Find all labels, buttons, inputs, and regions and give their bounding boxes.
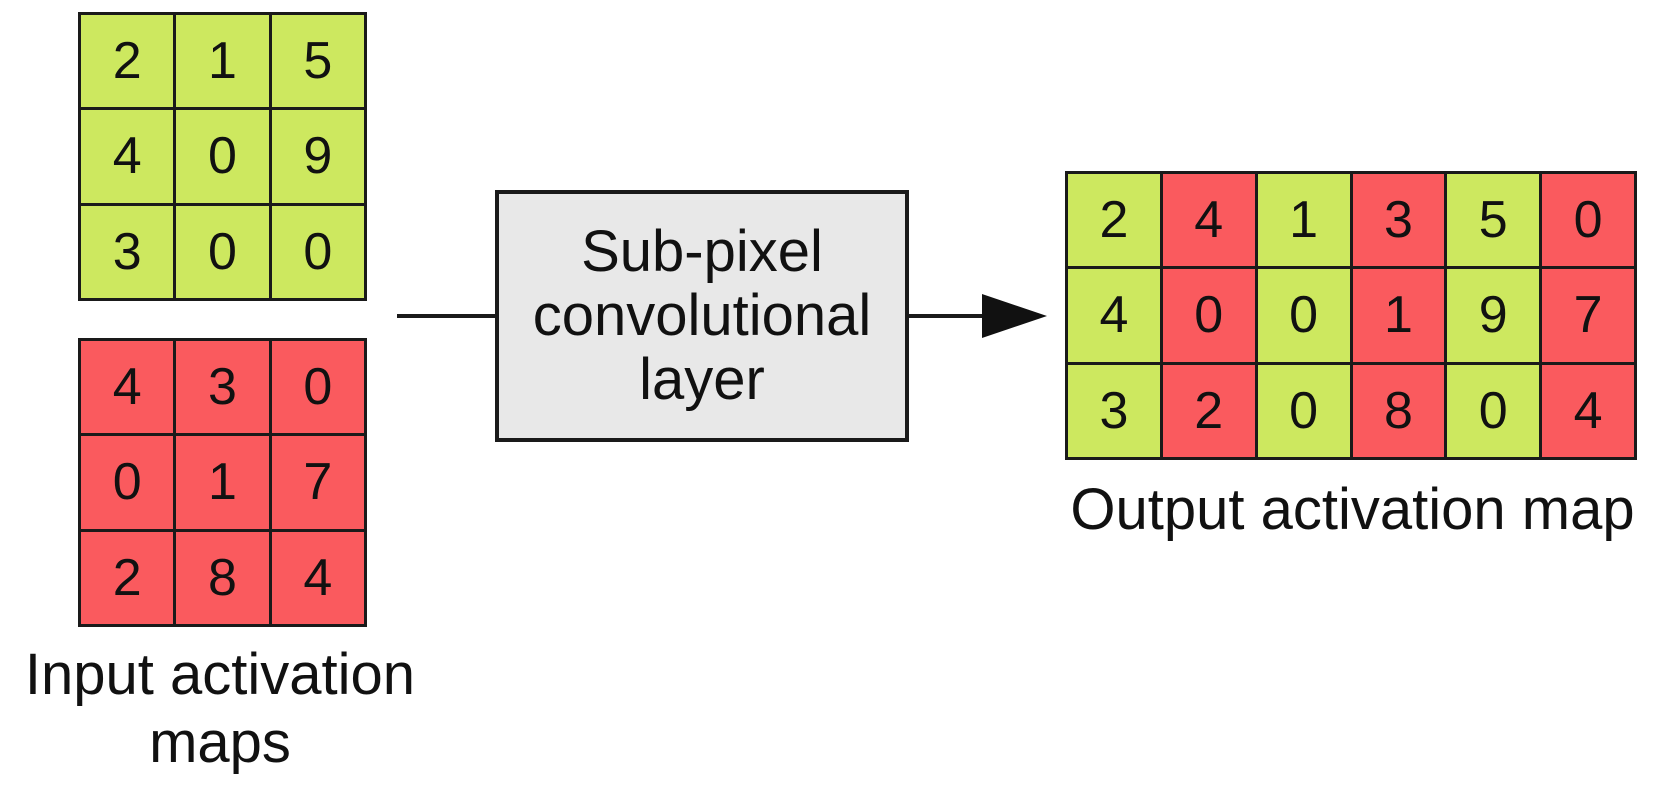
input-map-b-cell: 0 xyxy=(81,436,177,532)
input-map-a-cell: 3 xyxy=(81,205,177,301)
input-map-b-cell: 3 xyxy=(176,341,272,437)
input-map-a-cell: 1 xyxy=(176,15,272,111)
output-map-cell: 4 xyxy=(1542,364,1637,460)
output-map-cell: 7 xyxy=(1542,269,1637,365)
arrowhead-icon xyxy=(982,294,1047,338)
output-map-cell: 3 xyxy=(1068,364,1163,460)
output-map-cell: 1 xyxy=(1352,269,1448,365)
input-map-a-cell: 2 xyxy=(81,15,177,111)
input-map-a-cell: 0 xyxy=(271,205,367,301)
input-maps-label: Input activation maps xyxy=(0,641,440,777)
input-map-b-cell: 0 xyxy=(271,341,367,437)
input-maps-label-line-2: maps xyxy=(149,710,291,775)
input-map-a-cell: 5 xyxy=(271,15,367,111)
output-map-cell: 3 xyxy=(1352,174,1448,270)
output-map-cell: 5 xyxy=(1447,174,1543,270)
layer-label-line-1: Sub-pixel xyxy=(581,219,823,284)
output-map-cell: 0 xyxy=(1447,364,1543,460)
layer-label-line-3: layer xyxy=(639,347,765,412)
input-map-b-cell: 1 xyxy=(176,436,272,532)
output-map-cell: 4 xyxy=(1068,269,1163,365)
output-map-cell: 0 xyxy=(1542,174,1637,270)
output-map-cell: 1 xyxy=(1257,174,1353,270)
output-map-cell: 4 xyxy=(1162,174,1258,270)
input-map-a-cell: 4 xyxy=(81,110,177,206)
output-map-cell: 0 xyxy=(1257,364,1353,460)
output-map-cell: 2 xyxy=(1162,364,1258,460)
input-map-a-cell: 0 xyxy=(176,110,272,206)
input-map-b-cell: 4 xyxy=(81,341,177,437)
input-map-b-cell: 2 xyxy=(81,531,177,627)
output-map-cell: 2 xyxy=(1068,174,1163,270)
sub-pixel-conv-layer-box: Sub-pixel convolutional layer xyxy=(495,190,909,442)
output-map-label: Output activation map xyxy=(1070,477,1635,542)
input-map-a-cell: 0 xyxy=(176,205,272,301)
input-map-b-cell: 8 xyxy=(176,531,272,627)
input-map-b-cell: 7 xyxy=(271,436,367,532)
output-map-cell: 9 xyxy=(1447,269,1543,365)
layer-label-line-2: convolutional xyxy=(532,283,872,348)
input-map-b-cell: 4 xyxy=(271,531,367,627)
output-map-cell: 0 xyxy=(1257,269,1353,365)
output-map-cell: 0 xyxy=(1162,269,1258,365)
output-map-cell: 8 xyxy=(1352,364,1448,460)
input-map-a-cell: 9 xyxy=(271,110,367,206)
input-maps-label-line-1: Input activation xyxy=(24,642,416,707)
